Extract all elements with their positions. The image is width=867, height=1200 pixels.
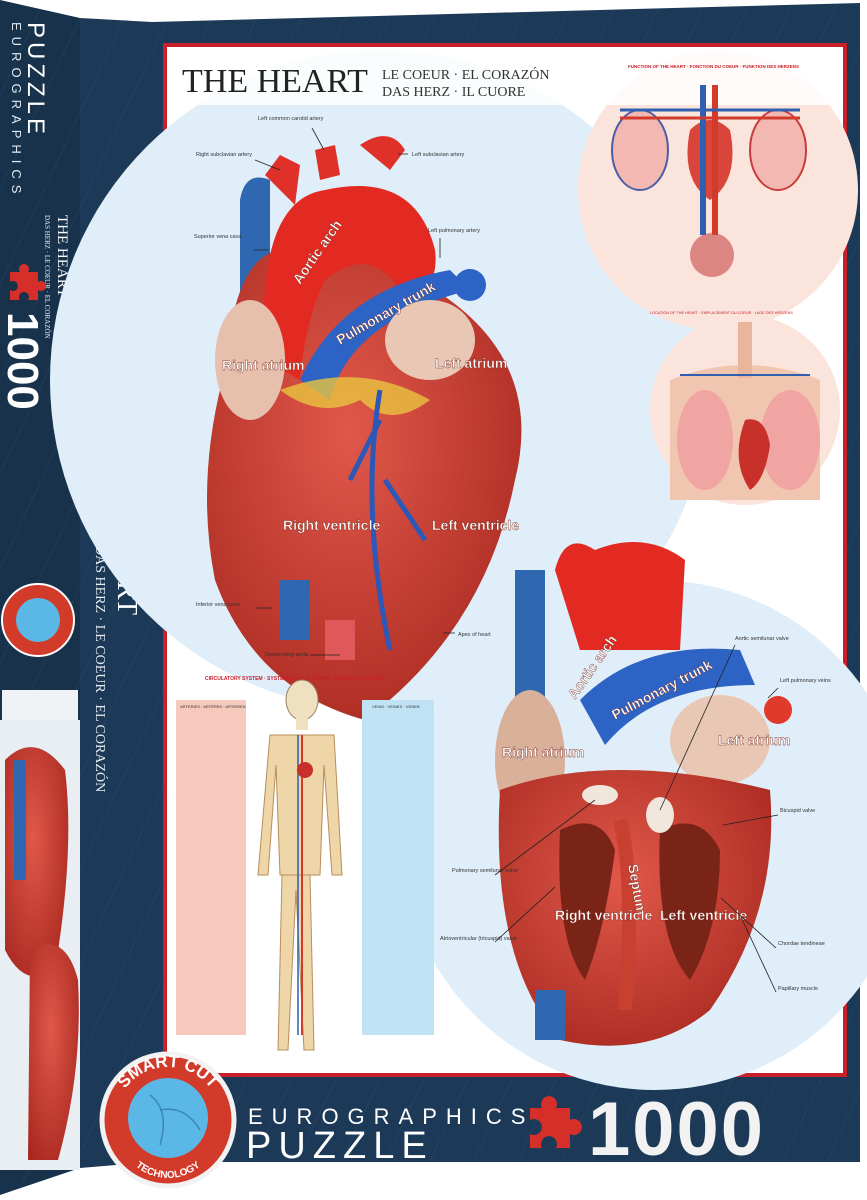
circulatory-diagram: ARTERIES · ARTÈRES · ARTERIEN VEINS · VE… <box>176 679 434 1051</box>
interior-label-right-atrium: Right atrium <box>502 744 584 760</box>
label-left-common-carotid: Left common carotid artery <box>258 116 324 122</box>
label-right-atrium: Right atrium <box>222 357 304 373</box>
interior-label-chordae: Chordae tendineae <box>778 941 825 947</box>
interior-label-papillary: Papillary muscle <box>778 986 818 992</box>
location-heading: LOCATION OF THE HEART · EMPLACEMENT DU C… <box>650 311 793 315</box>
label-left-atrium: Left atrium <box>435 355 507 371</box>
label-left-pulmonary-artery: Left pulmonary artery <box>428 228 480 234</box>
poster-title: THE HEART <box>182 63 368 100</box>
arteries-heading: ARTERIES · ARTÈRES · ARTERIEN <box>180 704 246 709</box>
spine-brand-top: EUROGRAPHICS <box>9 22 24 199</box>
poster-subtitle-2: DAS HERZ · IL CUORE <box>382 85 525 100</box>
circulatory-heading: CIRCULATORY SYSTEM · SYSTÈME CIRCULATOIR… <box>205 674 383 682</box>
label-right-ventricle: Right ventricle <box>283 517 380 533</box>
spine-heart-image <box>0 720 80 1170</box>
function-heading: FUNCTION OF THE HEART · FONCTION DU COEU… <box>628 64 799 69</box>
function-diagram: FUNCTION OF THE HEART · FONCTION DU COEU… <box>611 64 807 277</box>
label-left-ventricle: Left ventricle <box>432 517 519 533</box>
label-inferior-vena-cava: Inferior vena cava <box>196 602 241 608</box>
brand-puzzle: PUZZLE <box>246 1125 434 1167</box>
location-diagram <box>670 322 820 500</box>
spine-title: THE HEART <box>54 215 70 297</box>
spine-subtitle: DAS HERZ · LE COEUR · EL CORAZÓN <box>43 215 51 339</box>
brand-eurographics: EUROGRAPHICS <box>248 1104 534 1129</box>
interior-label-left-atrium: Left atrium <box>718 732 790 748</box>
interior-label-aortic-valve: Aortic semilunar valve <box>735 636 789 642</box>
spine-brand-bottom: PUZZLE <box>22 22 49 138</box>
box-spine: EUROGRAPHICS PUZZLE THE HEART DAS HERZ ·… <box>0 0 80 1195</box>
interior-label-left-ventricle: Left ventricle <box>660 907 747 923</box>
poster-subtitle-1: LE COEUR · EL CORAZÓN <box>382 66 549 83</box>
interior-label-right-ventricle: Right ventricle <box>555 907 652 923</box>
spine-piece-count: 1000 <box>0 312 47 410</box>
spine-puzzle-piece-icon <box>10 264 46 300</box>
interior-label-tricuspid-valve: Atrioventricular (tricuspid) valve <box>440 936 517 942</box>
interior-label-left-pulmonary-veins: Left pulmonary veins <box>780 678 831 684</box>
spine-smart-cut-badge <box>1 583 75 657</box>
label-descending-aorta: Descending aorta <box>265 652 309 658</box>
piece-count: 1000 <box>588 1087 765 1172</box>
puzzle-piece-icon <box>530 1096 582 1148</box>
interior-label-pulmonary-valve: Pulmonary semilunar valve <box>452 868 518 874</box>
label-superior-vena-cava: Superior vena cava <box>194 234 242 240</box>
smart-cut-badge: SMART CUT TECHNOLOGY <box>99 1051 237 1189</box>
poster: THE HEART LE COEUR · EL CORAZÓN DAS HERZ… <box>50 43 867 1090</box>
side-subtitle: DAS HERZ · LE COEUR · EL CORAZÓN <box>92 545 109 792</box>
label-left-subclavian: Left subclavian artery <box>412 152 465 158</box>
interior-label-bicuspid-valve: Bicuspid valve <box>780 808 815 814</box>
label-right-subclavian: Right subclavian artery <box>196 152 252 158</box>
label-apex: Apex of heart <box>458 632 491 638</box>
veins-heading: VEINS · VEINES · VENEN <box>372 704 420 709</box>
heart-exterior-illustration: Aortic arch Pulmonary trunk Right atrium… <box>194 116 522 720</box>
